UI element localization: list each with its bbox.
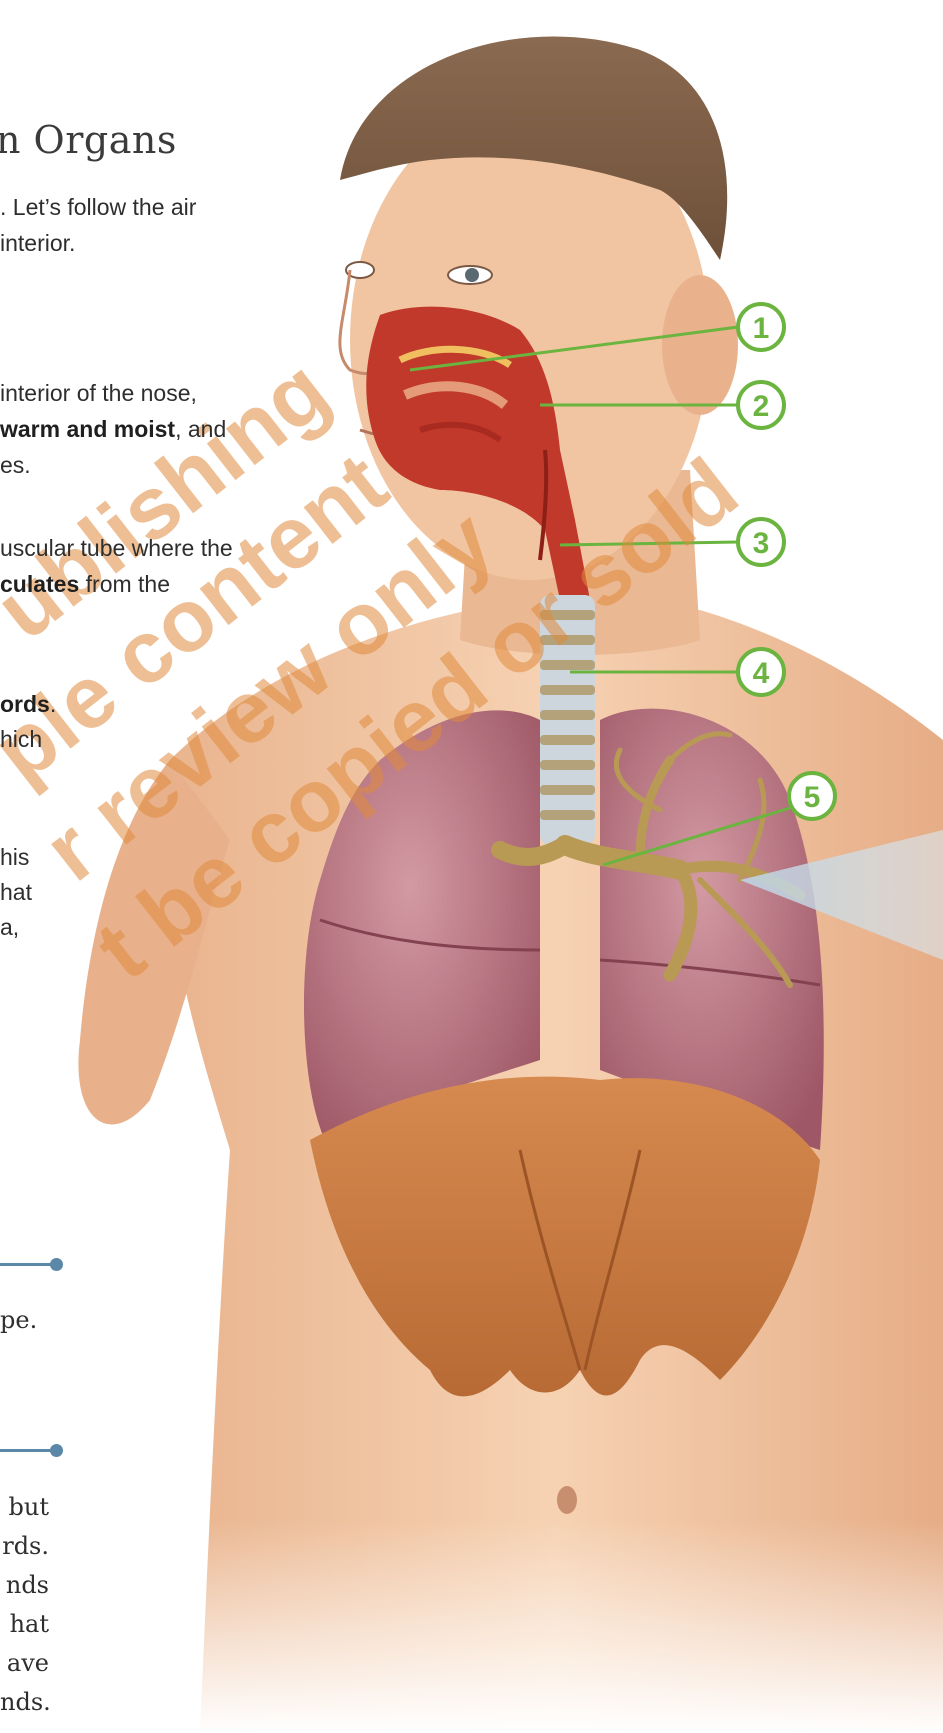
box1-rule-dot (50, 1258, 63, 1271)
trachea-line-3: a, (0, 912, 19, 943)
nose-line-2: warm and moist, and (0, 414, 226, 445)
pharynx-rest: from the (79, 571, 170, 597)
box2-line-3: nds (0, 1565, 49, 1605)
pharynx-line-2: culates from the (0, 569, 170, 600)
callout-1: 1 (753, 312, 770, 345)
larynx-line-1: ords. (0, 689, 56, 720)
box2-line-2: rds. (0, 1526, 49, 1566)
intro-line-1: . Let’s follow the air (0, 192, 196, 223)
pharynx-line-1: uscular tube where the (0, 533, 233, 564)
box2-line-1: but (0, 1487, 49, 1527)
nose-line-3: es. (0, 450, 31, 481)
nose-rest: , and (175, 416, 226, 442)
larynx-line-2: hich (0, 724, 42, 755)
page-heading: n Organs (0, 118, 177, 162)
pharynx-bold: culates (0, 571, 79, 597)
callout-2: 2 (753, 390, 770, 423)
nose-bold: warm and moist (0, 416, 175, 442)
nose-line-1: interior of the nose, (0, 378, 197, 409)
trachea-line-2: hat (0, 877, 32, 908)
box2-line-6: nds. (0, 1682, 49, 1722)
intro-line-2: interior. (0, 228, 75, 259)
callout-3: 3 (753, 527, 770, 560)
larynx-bold: ords (0, 691, 50, 717)
trachea-line-1: his (0, 842, 29, 873)
box2-rule (0, 1449, 56, 1452)
box2-line-4: hat (0, 1604, 49, 1644)
callout-5: 5 (804, 781, 821, 814)
ear (662, 275, 738, 415)
box1-rule (0, 1263, 56, 1266)
box2-line-5: ave (0, 1643, 49, 1683)
box1-line-1: pe. (0, 1300, 37, 1340)
larynx-rest: . (50, 691, 56, 717)
callout-4: 4 (753, 657, 770, 690)
box2-rule-dot (50, 1444, 63, 1457)
